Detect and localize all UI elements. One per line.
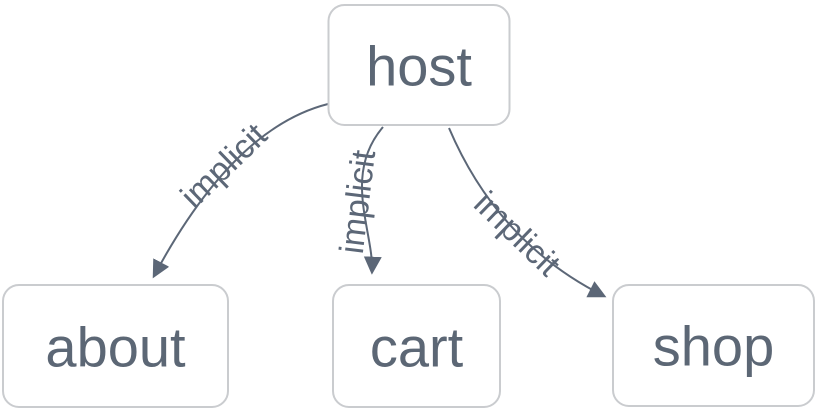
node-host[interactable]: host	[327, 4, 511, 126]
edge-label-host-about: implicit	[173, 116, 275, 216]
edge-label-host-shop: implicit	[466, 184, 568, 284]
node-about-box	[2, 284, 229, 408]
node-cart-label: cart	[370, 316, 464, 379]
node-shop[interactable]: shop	[612, 284, 815, 407]
edge-label-host-cart: implicit	[333, 148, 383, 256]
node-about-label: about	[45, 316, 186, 379]
node-shop-label: shop	[653, 315, 774, 378]
node-cart-box	[332, 284, 501, 408]
node-about[interactable]: about	[2, 284, 229, 408]
node-host-box	[327, 4, 511, 126]
edge-host-about	[152, 103, 329, 279]
node-shop-box	[612, 284, 815, 407]
node-cart[interactable]: cart	[332, 284, 501, 408]
node-host-label: host	[366, 35, 472, 98]
edge-host-shop	[448, 127, 607, 298]
edge-host-cart	[361, 126, 384, 275]
